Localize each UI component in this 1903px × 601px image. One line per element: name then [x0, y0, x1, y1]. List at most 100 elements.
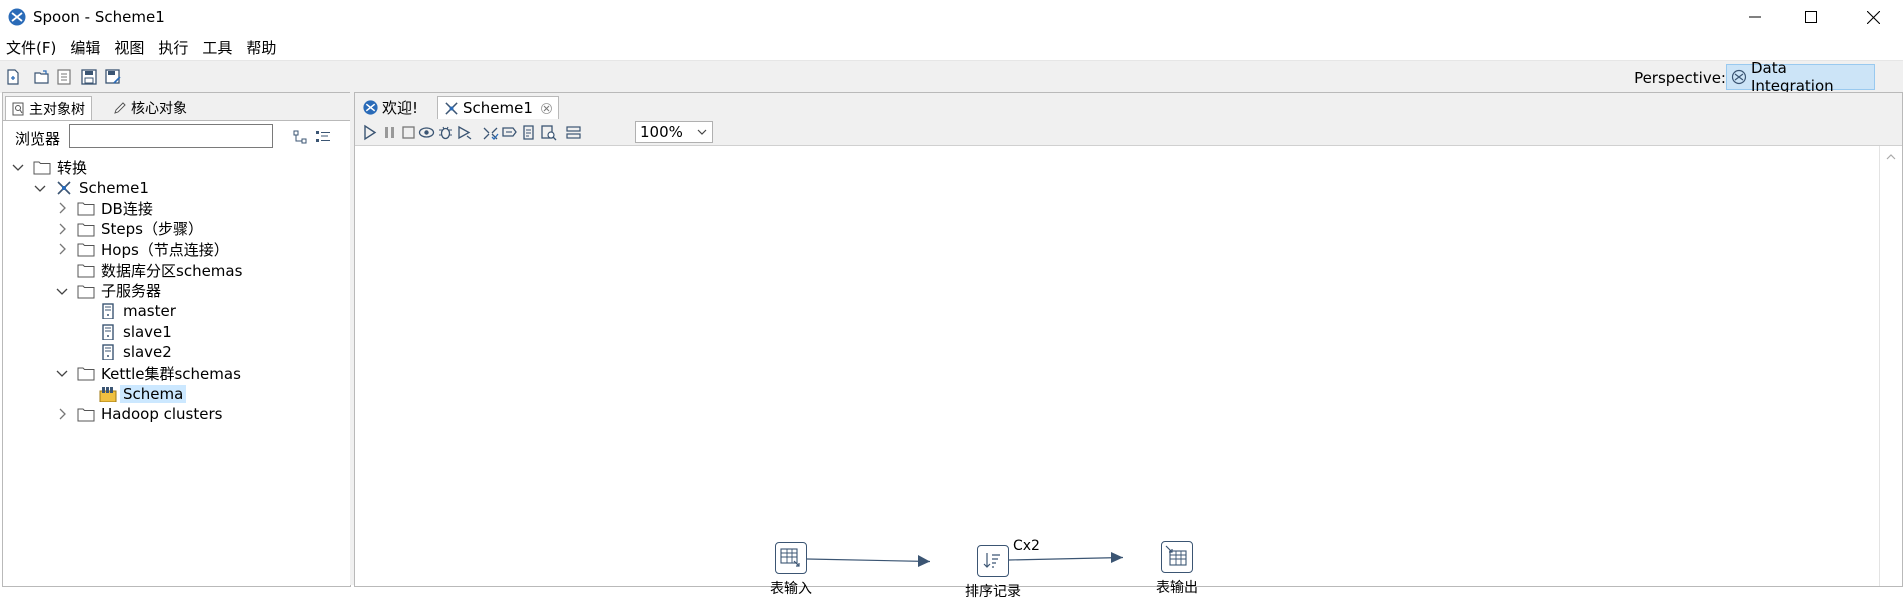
chevron-right-icon[interactable] — [55, 201, 69, 215]
minimize-button[interactable] — [1727, 0, 1783, 34]
close-tab-icon[interactable] — [540, 102, 552, 114]
tree-item-label: 转换 — [57, 158, 88, 177]
tree-item[interactable]: 转换 — [11, 155, 87, 179]
chevron-right-icon[interactable] — [55, 242, 69, 256]
folder-icon — [77, 264, 95, 278]
replay-icon[interactable] — [456, 124, 473, 141]
menu-file[interactable]: 文件(F) — [6, 38, 57, 57]
close-window-button[interactable] — [1845, 0, 1901, 34]
maximize-button[interactable] — [1783, 0, 1839, 34]
perspective-button[interactable]: Data Integration — [1726, 59, 1875, 95]
analyze-icon[interactable] — [501, 124, 518, 141]
new-file-icon[interactable] — [4, 68, 22, 86]
tree-item[interactable]: Schema — [77, 382, 187, 406]
folder-icon — [77, 367, 95, 381]
verify-icon[interactable] — [482, 124, 499, 141]
tree-item[interactable]: slave1 — [77, 320, 172, 344]
hop-arrowhead — [1111, 552, 1123, 563]
tree-item-label: master — [123, 302, 176, 321]
chevron-right-icon[interactable] — [55, 407, 69, 421]
tree-item[interactable]: 子服务器 — [55, 279, 161, 303]
folder-icon — [77, 202, 95, 216]
expand-all-icon[interactable] — [293, 130, 308, 144]
save-as-icon[interactable] — [104, 68, 122, 86]
transformation-canvas[interactable]: 表输入 Cx2 排序记录 表输出 — [357, 146, 1877, 600]
tab-core-objects[interactable]: 核心对象 — [107, 96, 193, 119]
menu-edit[interactable]: 编辑 — [70, 38, 101, 57]
step-sort-rows[interactable] — [977, 545, 1009, 577]
server-icon — [102, 324, 114, 340]
canvas-vertical-scrollbar[interactable] — [1879, 146, 1902, 586]
sort-rows-icon — [983, 553, 1000, 568]
tree-item-label: DB连接 — [101, 199, 153, 218]
main-toolbar: Perspective: Data Integration — [0, 59, 1903, 95]
menu-run[interactable]: 执行 — [158, 38, 189, 57]
sql-icon[interactable] — [520, 124, 537, 141]
chevron-down-icon[interactable] — [11, 160, 25, 174]
menu-tools[interactable]: 工具 — [202, 38, 233, 57]
panel-splitter[interactable] — [350, 92, 354, 585]
right-panel: 欢迎! Scheme1 100% — [354, 92, 1903, 600]
explore-db-icon[interactable] — [540, 124, 557, 141]
tree-item[interactable]: Kettle集群schemas — [55, 361, 241, 385]
hops-layer — [806, 552, 1124, 567]
hop-arrowhead — [918, 555, 930, 567]
open-file-icon[interactable] — [33, 68, 51, 86]
menu-view[interactable]: 视图 — [114, 38, 145, 57]
spoon-logo-icon — [363, 99, 378, 115]
tree-item[interactable]: 数据库分区schemas — [55, 258, 242, 282]
perspective-value: Data Integration — [1750, 59, 1834, 95]
tree-item-label: Hadoop clusters — [101, 405, 223, 424]
folder-icon — [77, 408, 95, 422]
chevron-down-icon[interactable] — [55, 284, 69, 298]
step-table-input[interactable] — [775, 542, 807, 574]
chevron-right-icon[interactable] — [55, 222, 69, 236]
menu-help[interactable]: 帮助 — [246, 38, 277, 57]
search-icon — [12, 102, 24, 115]
collapse-all-icon[interactable] — [315, 130, 331, 144]
transformation-icon — [57, 181, 71, 195]
chevron-down-icon[interactable] — [55, 366, 69, 380]
tree-item[interactable]: Scheme1 — [33, 176, 149, 200]
tree-item[interactable]: Hadoop clusters — [55, 402, 222, 426]
chevron-down-icon[interactable] — [33, 181, 47, 195]
tree-item[interactable]: master — [77, 299, 176, 323]
table-output-icon — [1165, 545, 1187, 566]
debug-icon[interactable] — [437, 124, 454, 141]
stop-icon[interactable] — [400, 124, 417, 141]
tree-item[interactable]: slave2 — [77, 340, 172, 364]
step-copies-label: Cx2 — [1013, 538, 1040, 554]
tree-item-label: 子服务器 — [101, 282, 162, 301]
show-results-icon[interactable] — [565, 124, 582, 141]
tree-item-label: Scheme1 — [79, 178, 149, 197]
tab-scheme1[interactable]: Scheme1 — [437, 96, 559, 119]
tree-item[interactable]: Hops（节点连接） — [55, 237, 229, 261]
step-table-output[interactable] — [1161, 541, 1193, 573]
server-icon — [102, 303, 114, 320]
hop-arrow[interactable] — [806, 558, 931, 563]
tab-label: 欢迎! — [382, 98, 419, 117]
tab-label: 主对象树 — [29, 101, 85, 118]
folder-icon — [33, 161, 51, 175]
scroll-up-icon[interactable] — [1880, 150, 1902, 164]
run-icon[interactable] — [361, 124, 378, 141]
tab-label: 核心对象 — [131, 100, 187, 117]
folder-icon — [77, 285, 95, 299]
tab-welcome[interactable]: 欢迎! — [357, 96, 424, 118]
tree-item[interactable]: DB连接 — [55, 196, 153, 220]
save-icon[interactable] — [80, 68, 98, 86]
hop-arrow[interactable] — [1008, 556, 1124, 561]
close-icon — [1866, 10, 1880, 24]
browser-search-input[interactable] — [69, 124, 273, 148]
canvas-toolbar: 100% — [355, 119, 1902, 146]
explore-icon[interactable] — [55, 68, 73, 86]
browser-row: 浏览器 — [3, 121, 350, 151]
tree-item[interactable]: Steps（步骤） — [55, 217, 203, 241]
server-icon — [102, 344, 114, 361]
pause-icon[interactable] — [381, 124, 398, 141]
zoom-select[interactable]: 100% — [635, 121, 713, 143]
preview-icon[interactable] — [418, 124, 435, 141]
tab-main-object-tree[interactable]: 主对象树 — [5, 96, 92, 120]
perspective-label: Perspective: — [1634, 69, 1726, 87]
